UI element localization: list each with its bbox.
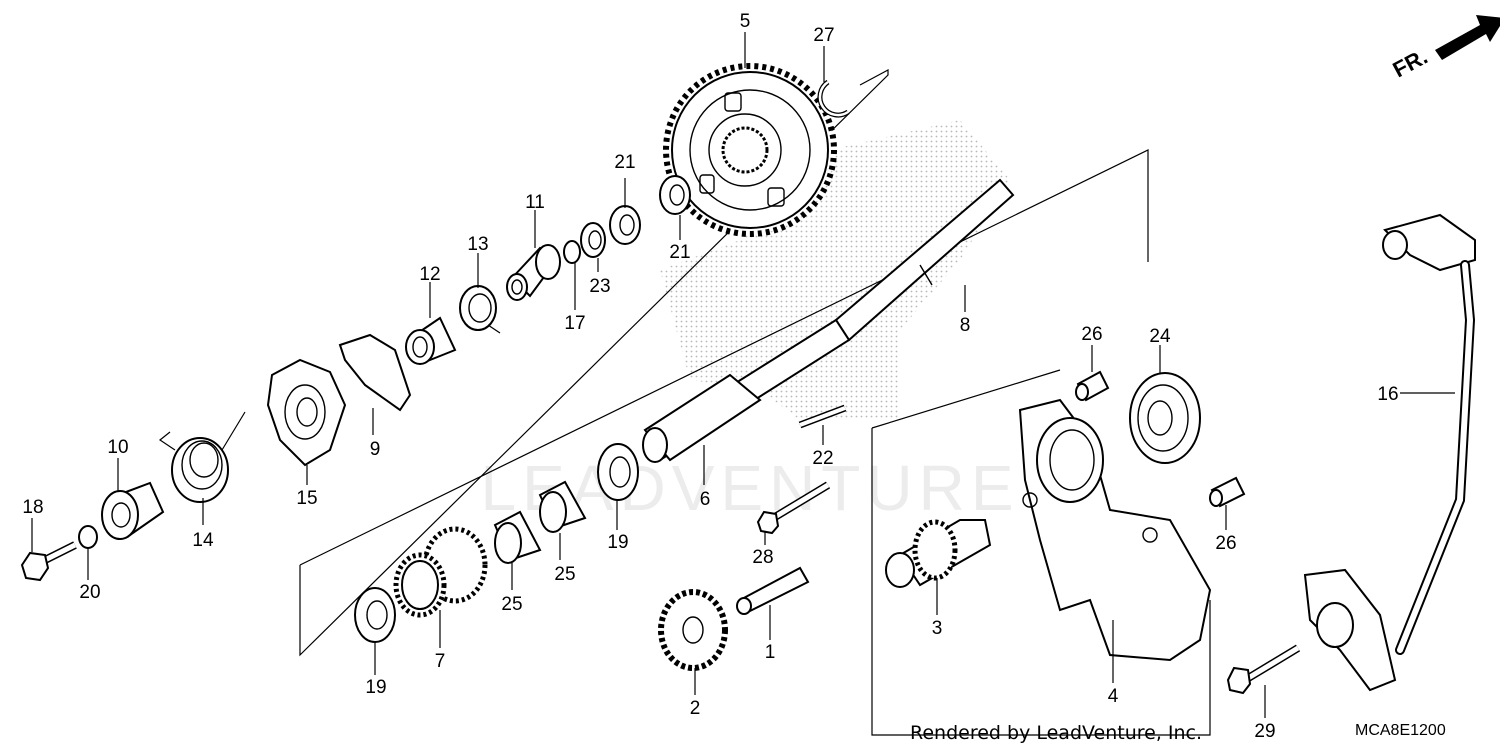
callout-21b: 21 xyxy=(669,242,690,263)
callout-4: 4 xyxy=(1108,686,1119,707)
ring-17 xyxy=(563,240,581,264)
spindle-6 xyxy=(642,373,762,463)
callout-1: 1 xyxy=(765,642,776,663)
pin-1 xyxy=(736,566,810,615)
callout-20: 20 xyxy=(79,582,100,603)
callout-27: 27 xyxy=(813,25,834,46)
gear-5 xyxy=(663,63,837,237)
callout-28: 28 xyxy=(752,547,773,568)
holder-4 xyxy=(1018,398,1212,662)
callout-17: 17 xyxy=(564,313,585,334)
gear-2 xyxy=(658,589,728,671)
callout-3: 3 xyxy=(932,618,943,639)
callout-23: 23 xyxy=(589,276,610,297)
spring-13 xyxy=(459,285,501,334)
callout-13: 13 xyxy=(467,234,488,255)
washer-20 xyxy=(78,525,98,549)
plate-9 xyxy=(338,333,412,412)
needle-bearing-25b xyxy=(538,480,587,533)
callout-29: 29 xyxy=(1254,721,1275,742)
gear-7 xyxy=(393,526,488,618)
front-direction-arrow: FR. xyxy=(1389,15,1500,82)
bush-12 xyxy=(405,316,457,365)
frame-shaft-group xyxy=(299,149,1149,566)
spring-14 xyxy=(158,411,246,503)
bearing-24 xyxy=(1129,372,1201,464)
callout-19a: 19 xyxy=(607,532,628,553)
callout-16: 16 xyxy=(1377,384,1398,405)
washer-19b xyxy=(354,587,396,643)
frame-left-group xyxy=(299,68,889,657)
dowel-26b xyxy=(1209,476,1246,508)
collar-11 xyxy=(506,244,561,301)
bolt-18 xyxy=(20,541,77,582)
callout-labels: 5 27 21 21 11 13 12 23 17 8 9 15 10 14 1… xyxy=(22,11,1398,742)
callout-24: 24 xyxy=(1149,326,1171,347)
bolt-29 xyxy=(1226,644,1301,695)
callout-7: 7 xyxy=(435,651,446,672)
washer-19a xyxy=(597,443,639,501)
dowel-26a xyxy=(1075,370,1110,402)
callout-22: 22 xyxy=(812,448,833,469)
diagram-code: MCA8E1200 xyxy=(1355,722,1446,739)
callout-26a: 26 xyxy=(1081,324,1102,345)
gear-3 xyxy=(885,519,992,588)
callout-8: 8 xyxy=(960,315,971,336)
needle-bearing-25a xyxy=(493,510,542,564)
collar-10 xyxy=(101,481,165,540)
callout-14: 14 xyxy=(192,530,214,551)
callout-6: 6 xyxy=(700,489,711,510)
callout-21a: 21 xyxy=(614,152,635,173)
callout-12: 12 xyxy=(419,264,440,285)
leader-lines xyxy=(31,32,1455,718)
callout-25b: 25 xyxy=(554,564,575,585)
washer-21a xyxy=(659,175,691,215)
fr-label: FR. xyxy=(1389,44,1432,83)
bolt-28 xyxy=(756,481,831,535)
callout-10: 10 xyxy=(107,437,128,458)
frame-right-group xyxy=(871,428,1211,736)
callout-18: 18 xyxy=(22,497,43,518)
ratchet-guide-15 xyxy=(266,358,347,467)
bearing-23 xyxy=(580,222,606,258)
callout-11: 11 xyxy=(525,192,545,213)
footer-credit: Rendered by LeadVenture, Inc. xyxy=(910,722,1202,744)
callout-19b: 19 xyxy=(365,677,386,698)
kick-arm-16 xyxy=(1303,213,1476,692)
callout-9: 9 xyxy=(370,439,381,460)
callout-2: 2 xyxy=(690,698,701,719)
callout-25a: 25 xyxy=(501,594,522,615)
callout-26b: 26 xyxy=(1215,533,1236,554)
washer-21b xyxy=(609,205,641,245)
callout-15: 15 xyxy=(296,488,317,509)
callout-5: 5 xyxy=(740,11,751,32)
